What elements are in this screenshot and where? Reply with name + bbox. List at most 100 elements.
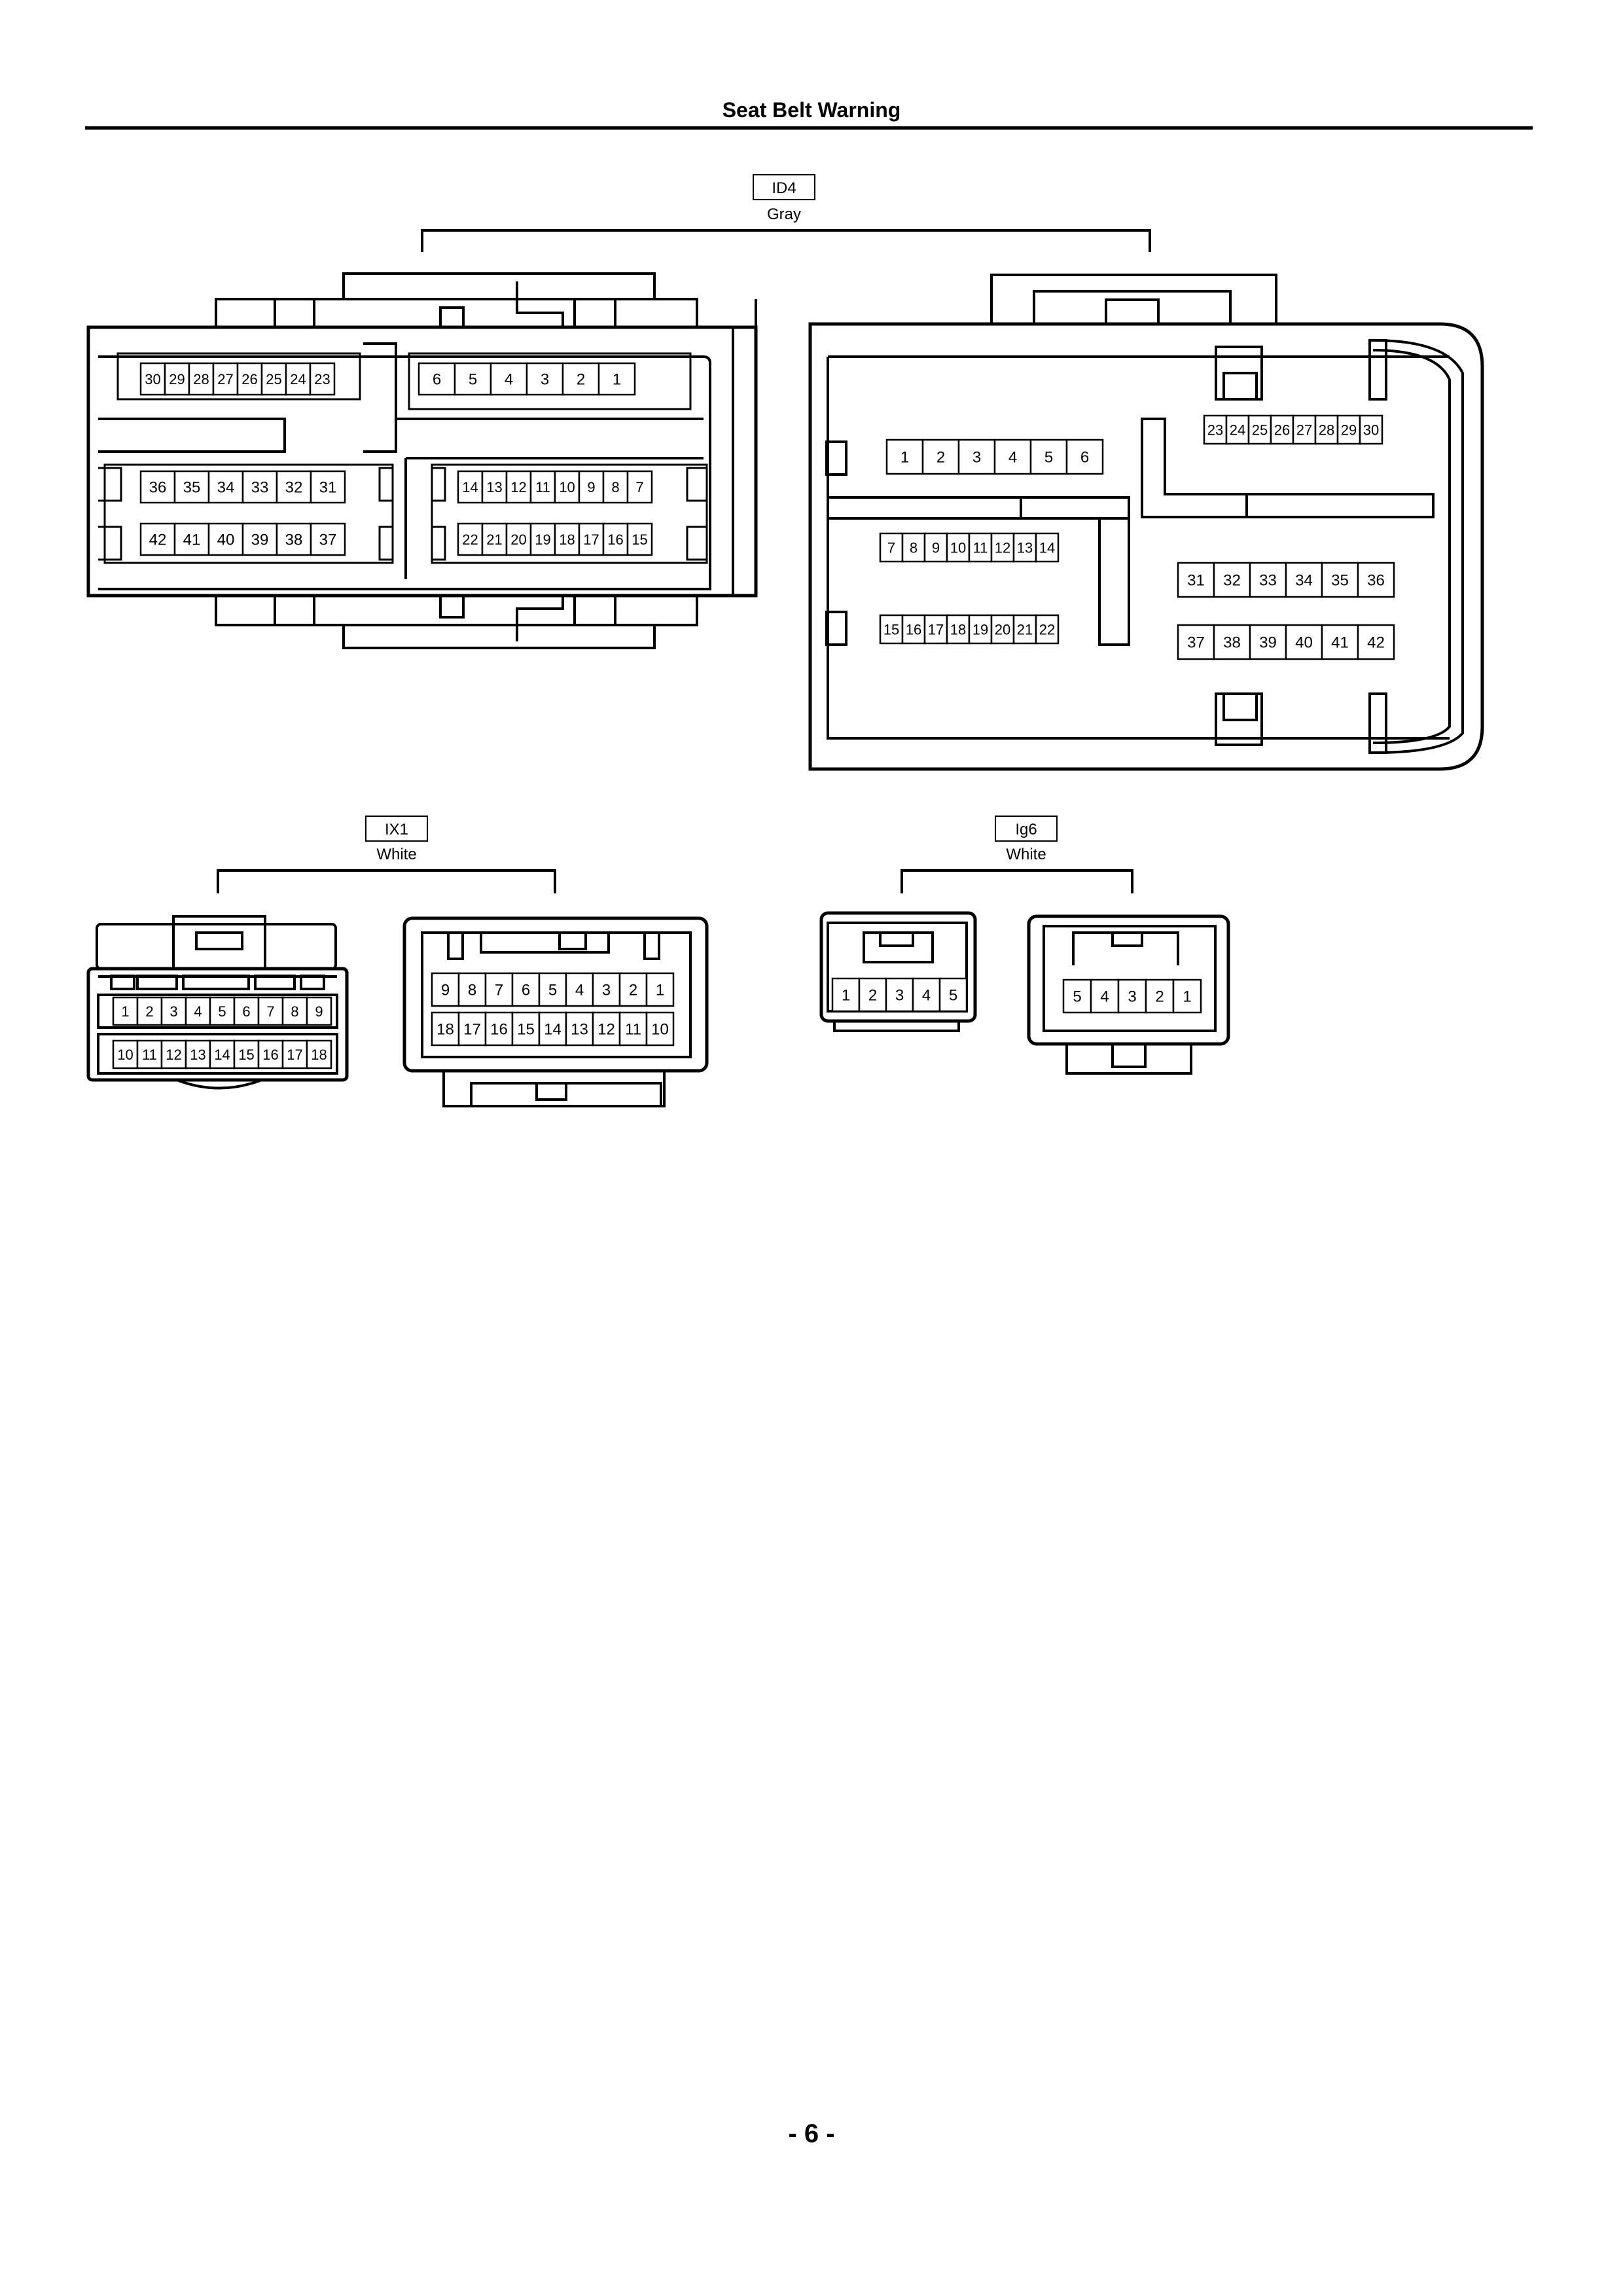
pin-number: 19 xyxy=(972,621,988,637)
pin-number: 3 xyxy=(1128,988,1136,1006)
pin-number: 9 xyxy=(932,539,940,556)
pin-number: 21 xyxy=(1017,621,1033,637)
pin-number: 26 xyxy=(1274,422,1290,438)
pin-cell xyxy=(207,522,244,556)
pin-cell xyxy=(1285,624,1323,660)
pin-number: 3 xyxy=(169,1003,177,1020)
pin-number: 39 xyxy=(1259,634,1277,652)
pin-number: 10 xyxy=(950,539,966,556)
pin-number: 10 xyxy=(559,479,575,495)
pin-cell xyxy=(164,362,190,396)
pin-cell xyxy=(1357,624,1395,660)
connector-color-label: Gray xyxy=(766,206,801,223)
pin-number: 1 xyxy=(121,1003,129,1020)
page-number: - 6 - xyxy=(788,2119,835,2148)
pin-number: 1 xyxy=(1183,988,1191,1006)
pin-cell xyxy=(990,614,1015,645)
pin-cell xyxy=(139,362,166,396)
pin-number: 6 xyxy=(242,1003,250,1020)
pin-cell xyxy=(957,439,996,475)
pin-number: 2 xyxy=(936,449,945,467)
pin-number: 1 xyxy=(901,449,909,467)
pin-cell xyxy=(306,996,332,1026)
pin-cell xyxy=(207,470,244,504)
pin-number: 12 xyxy=(166,1047,181,1063)
bracket-ix1 xyxy=(217,869,556,893)
pin-cell xyxy=(233,1039,260,1069)
pin-number: 27 xyxy=(217,371,233,387)
pin-number: 6 xyxy=(433,371,441,389)
pin-number: 4 xyxy=(1008,449,1017,467)
pin-number: 4 xyxy=(505,371,513,389)
pin-number: 16 xyxy=(607,531,623,548)
pin-number: 22 xyxy=(462,531,478,548)
pin-number: 31 xyxy=(1187,572,1205,590)
pin-cell xyxy=(505,470,532,504)
pin-cell xyxy=(112,996,139,1026)
pin-number: 2 xyxy=(629,982,637,999)
pin-cell xyxy=(505,522,532,556)
pin-number: 18 xyxy=(559,531,575,548)
pin-number: 18 xyxy=(311,1047,327,1063)
pin-cell xyxy=(309,362,336,396)
pin-number: 38 xyxy=(1223,634,1241,652)
pin-cell xyxy=(529,522,556,556)
pin-cell xyxy=(993,439,1032,475)
pin-cell xyxy=(173,470,210,504)
pin-cell xyxy=(626,522,653,556)
pin-cell xyxy=(233,996,260,1026)
pin-number: 36 xyxy=(1367,572,1385,590)
pin-number: 30 xyxy=(1363,422,1379,438)
pin-cell xyxy=(921,439,960,475)
pin-number: 23 xyxy=(314,371,330,387)
pin-number: 8 xyxy=(291,1003,298,1020)
pin-number: 37 xyxy=(319,531,337,549)
pin-cell xyxy=(618,1011,648,1047)
ix1-right-housing xyxy=(402,916,709,1107)
pin-number: 11 xyxy=(142,1047,157,1063)
pin-cell xyxy=(136,1039,163,1069)
connector-id-label: ID4 xyxy=(753,174,815,200)
pin-number: 38 xyxy=(285,531,303,549)
pin-cell xyxy=(431,972,460,1007)
pin-cell xyxy=(1145,978,1175,1014)
pin-cell xyxy=(454,362,492,396)
pin-number: 25 xyxy=(266,371,281,387)
connector-color-label: White xyxy=(1006,846,1046,863)
pin-number: 14 xyxy=(1039,539,1055,556)
pin-number: 4 xyxy=(1100,988,1109,1006)
pin-cell xyxy=(990,532,1015,563)
pin-number: 17 xyxy=(583,531,599,548)
pin-number: 37 xyxy=(1187,634,1205,652)
pin-cell xyxy=(1065,439,1104,475)
title-rule xyxy=(85,126,1533,130)
pin-number: 1 xyxy=(842,987,850,1005)
connector-color-label: White xyxy=(376,846,417,863)
pin-number: 2 xyxy=(1155,988,1164,1006)
pin-number: 17 xyxy=(463,1021,481,1039)
pin-number: 3 xyxy=(972,449,981,467)
pin-cell xyxy=(160,996,187,1026)
pin-cell xyxy=(1117,978,1147,1014)
pin-cell xyxy=(938,977,968,1013)
pin-cell xyxy=(645,1011,675,1047)
pin-number: 9 xyxy=(315,1003,323,1020)
pin-number: 40 xyxy=(217,531,235,549)
pin-number: 33 xyxy=(1259,572,1277,590)
pin-number: 10 xyxy=(117,1047,133,1063)
pin-cell xyxy=(1035,532,1060,563)
pin-number: 29 xyxy=(1341,422,1357,438)
pin-number: 1 xyxy=(613,371,621,389)
pin-number: 16 xyxy=(262,1047,278,1063)
pin-cell xyxy=(538,1011,567,1047)
pin-cell xyxy=(139,522,176,556)
pin-cell xyxy=(310,470,346,504)
pin-number: 29 xyxy=(169,371,185,387)
pin-cell xyxy=(831,977,861,1013)
pin-cell xyxy=(1357,562,1395,598)
pin-number: 15 xyxy=(517,1021,535,1039)
